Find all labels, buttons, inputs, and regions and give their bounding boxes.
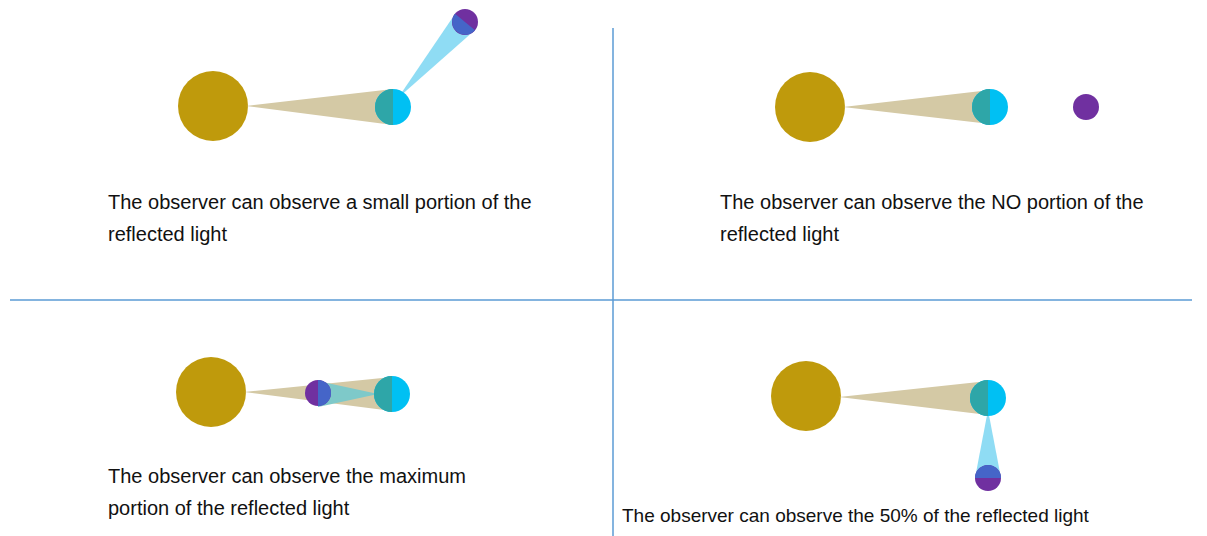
caption-text: The observer can observe the 50% of the … bbox=[622, 500, 1202, 532]
planet bbox=[375, 89, 411, 125]
caption-text: The observer can observe the NO portion … bbox=[720, 186, 1175, 250]
observer bbox=[305, 380, 331, 406]
observer bbox=[452, 9, 478, 35]
light-cone bbox=[843, 90, 990, 124]
observer-facing-half bbox=[452, 14, 475, 35]
divider-line bbox=[10, 299, 1192, 301]
sun bbox=[771, 361, 841, 431]
caption-text: The observer can observe the maximum por… bbox=[108, 460, 508, 524]
reflected-cone bbox=[318, 381, 378, 407]
observer-facing-half bbox=[318, 380, 331, 406]
planet-lit-half bbox=[972, 89, 990, 125]
caption-text: The observer can observe a small portion… bbox=[108, 186, 563, 250]
observer bbox=[975, 465, 1001, 491]
planet bbox=[972, 89, 1008, 125]
sun bbox=[178, 71, 248, 141]
light-cone bbox=[246, 89, 393, 125]
sun bbox=[775, 72, 845, 142]
planet bbox=[374, 376, 410, 412]
light-cone bbox=[839, 381, 988, 415]
reflected-cone bbox=[398, 14, 475, 98]
observer-facing-half bbox=[975, 465, 1001, 478]
reflected-cone bbox=[975, 410, 1001, 478]
planet-lit-half bbox=[970, 380, 988, 416]
planet-lit-half bbox=[375, 89, 393, 125]
observer bbox=[1073, 94, 1099, 120]
planet bbox=[970, 380, 1006, 416]
light-cone bbox=[244, 377, 392, 411]
sun bbox=[176, 357, 246, 427]
divider-line bbox=[612, 28, 614, 536]
planet-lit-half bbox=[374, 376, 392, 412]
